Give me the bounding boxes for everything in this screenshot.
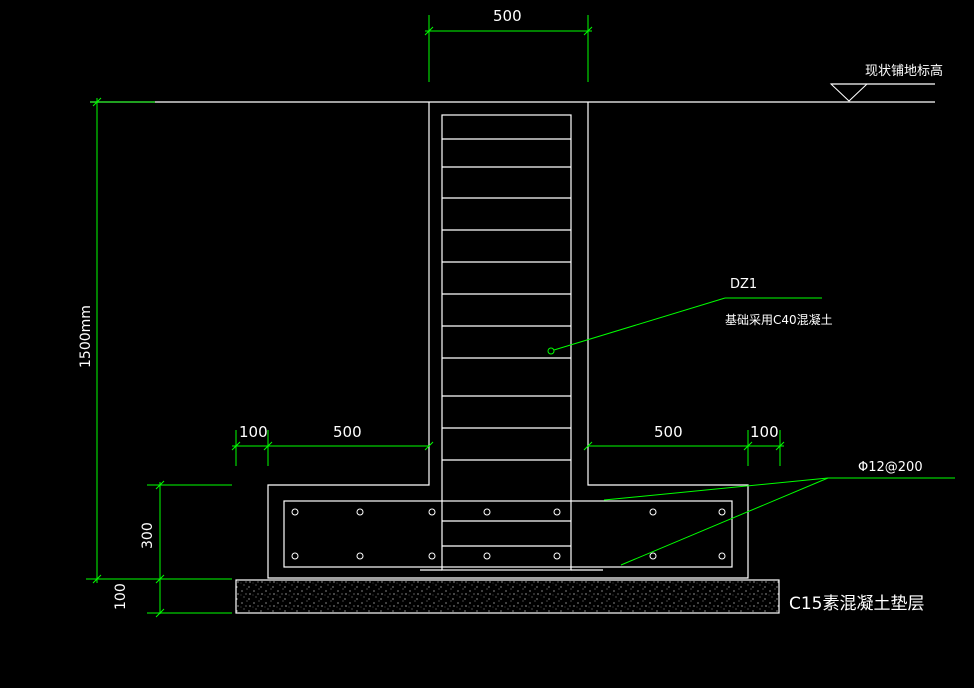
height-dimension: 1500mm: [78, 97, 155, 584]
column-width-dimension: 500: [424, 7, 593, 82]
left-cover-label: 100: [239, 423, 268, 441]
right-cover-label: 100: [750, 423, 779, 441]
column-leader: [547, 297, 822, 355]
rebar-label: Φ12@200: [858, 460, 923, 475]
cushion-thickness-label: 100: [113, 583, 129, 610]
rebar-dots: [291, 508, 726, 560]
column-stirrups: [442, 138, 571, 547]
column-id-label: DZ1: [730, 277, 757, 292]
cushion-label: C15素混凝土垫层: [789, 594, 925, 614]
ground-elevation-label: 现状铺地标高: [865, 63, 943, 79]
footing-rebar-mesh: [283, 500, 733, 568]
column-width-label: 500: [493, 7, 522, 25]
right-horizontal-dimension: 500 100: [583, 423, 785, 466]
elevation-symbol: [829, 83, 869, 102]
left-horizontal-dimension: 100 500: [231, 423, 434, 466]
column-cage: [441, 114, 572, 571]
left-offset-label: 500: [333, 423, 362, 441]
column-footing-outline: [267, 102, 749, 579]
rebar-leader: [603, 477, 955, 566]
footing-thickness-dimension: 300 100: [86, 480, 232, 618]
right-offset-label: 500: [654, 423, 683, 441]
concrete-note: 基础采用C40混凝土: [725, 312, 833, 327]
footing-thickness-label: 300: [140, 522, 156, 549]
height-label: 1500mm: [78, 305, 94, 368]
cushion-layer: [235, 579, 780, 614]
